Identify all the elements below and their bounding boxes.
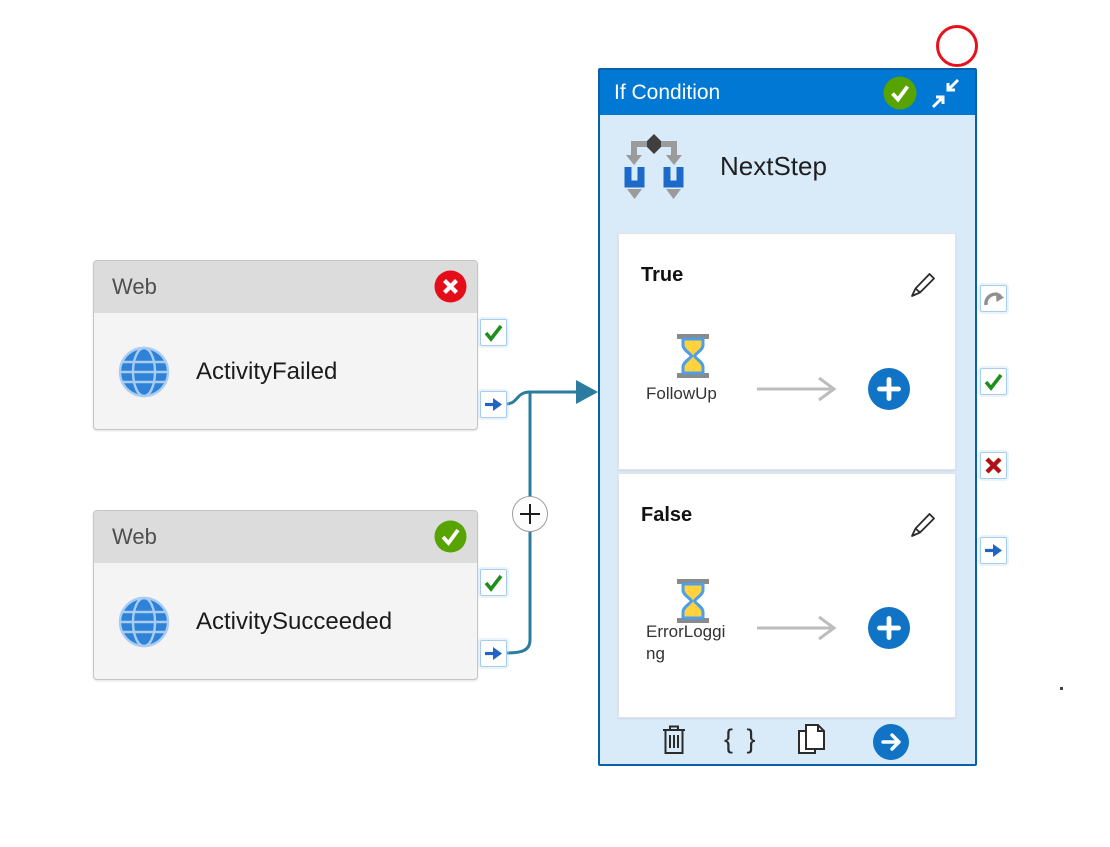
add-connector-button[interactable] [512,496,548,532]
wait-activity-icon[interactable] [676,579,710,623]
web-globe-icon [118,596,170,648]
delete-icon[interactable] [660,723,688,756]
true-branch-card[interactable]: True FollowUp [618,233,956,470]
activity-card-web-failed[interactable]: Web ActivityFailed [93,260,478,430]
status-succeeded-icon [434,520,467,553]
activity-type-label: Web [112,274,157,299]
add-activity-button[interactable] [868,607,910,649]
false-branch-card[interactable]: False ErrorLogging [618,473,956,718]
activity-type-label: If Condition [614,80,721,104]
status-succeeded-icon [883,76,917,110]
status-failed-icon [434,270,467,303]
branch-activity-name: FollowUp [646,384,717,403]
if-condition-icon [622,133,686,199]
activity-name: ActivitySucceeded [196,607,393,635]
completion-port[interactable] [980,537,1007,564]
edit-pencil-icon[interactable] [907,510,937,540]
activity-card-if-condition[interactable]: If Condition [598,68,977,766]
if-condition-header: If Condition [600,70,975,115]
branch-flow-arrow [757,375,847,403]
wait-activity-icon[interactable] [676,334,710,378]
branch-label: True [641,264,684,286]
branch-activity-name: ErrorLogging [646,622,726,663]
edit-pencil-icon[interactable] [907,270,937,300]
stray-dot [1060,687,1063,690]
success-port[interactable] [480,569,507,596]
annotation-circle [936,25,978,67]
success-port[interactable] [480,319,507,346]
activity-card-web-succeeded[interactable]: Web ActivitySucceeded [93,510,478,680]
activity-header: Web [94,261,477,313]
branch-flow-arrow [757,614,847,642]
connector-arrowhead [576,380,598,404]
completion-port[interactable] [480,391,507,418]
web-globe-icon [118,346,170,398]
activity-type-label: Web [112,524,157,549]
success-port[interactable] [980,368,1007,395]
activity-header: Web [94,511,477,563]
add-activity-button[interactable] [868,368,910,410]
branch-label: False [641,504,693,526]
collapse-icon[interactable] [929,76,961,110]
code-braces-icon[interactable]: { } [724,724,759,754]
activity-name: ActivityFailed [196,357,338,385]
activity-name: NextStep [720,150,827,181]
next-arrow-button[interactable] [873,724,909,760]
completion-port[interactable] [480,640,507,667]
copy-icon[interactable] [796,722,826,755]
skipped-port[interactable] [980,285,1007,312]
failure-port[interactable] [980,452,1007,479]
